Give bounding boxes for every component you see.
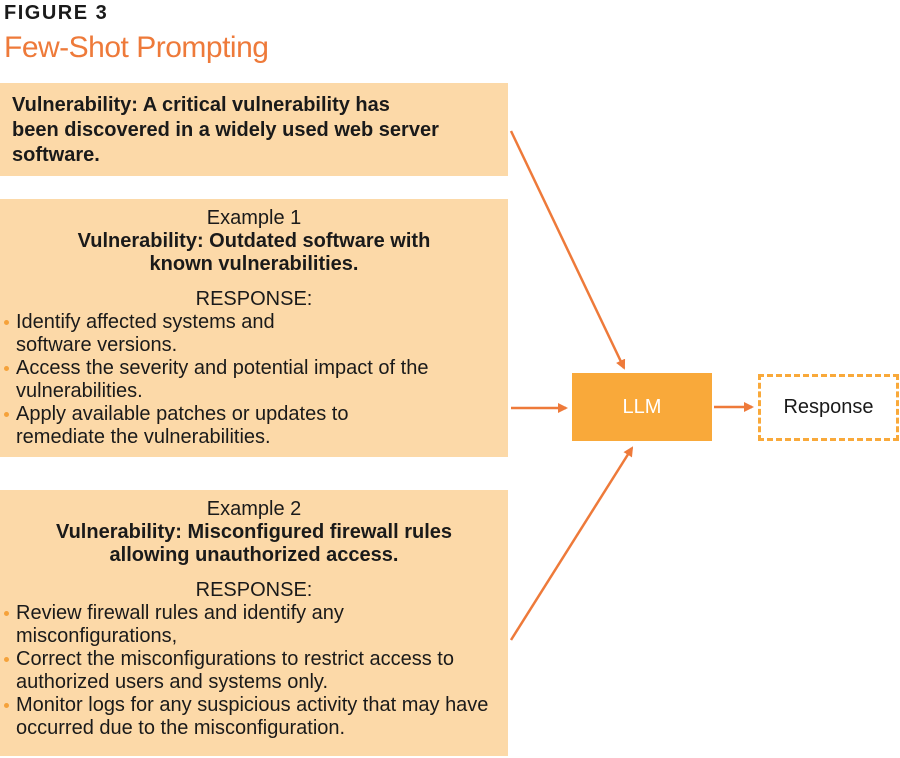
- figure-title: Few-Shot Prompting: [4, 31, 269, 64]
- list-item: Correct the misconfigurations to restric…: [4, 648, 496, 694]
- example-2-vulnerability: Vulnerability: Misconfigured firewall ru…: [55, 521, 452, 566]
- example-2-response-label: RESPONSE:: [195, 579, 313, 601]
- query-text: Vulnerability: A critical vulnerability …: [12, 94, 439, 166]
- example-1-response-label: RESPONSE:: [195, 288, 313, 310]
- list-item: Identify affected systems and software v…: [4, 311, 336, 357]
- response-node: Response: [758, 374, 899, 441]
- example-1-box: Example 1 Vulnerability: Outdated softwa…: [0, 199, 508, 457]
- list-item: Apply available patches or updates to re…: [4, 403, 416, 449]
- example-1-steps: Identify affected systems and software v…: [0, 311, 508, 449]
- query-box: Vulnerability: A critical vulnerability …: [0, 83, 508, 176]
- example-1-heading: Example 1: [206, 207, 302, 229]
- list-item: Monitor logs for any suspicious activity…: [4, 694, 506, 740]
- example-2-box: Example 2 Vulnerability: Misconfigured f…: [0, 490, 508, 756]
- arrow-example2-to-llm: [509, 446, 634, 641]
- example-1-vulnerability: Vulnerability: Outdated software with kn…: [77, 230, 431, 275]
- example-2-steps: Review firewall rules and identify any m…: [0, 602, 508, 740]
- example-2-heading: Example 2: [206, 498, 302, 520]
- llm-node: LLM: [572, 373, 712, 441]
- list-item: Access the severity and potential impact…: [4, 357, 476, 403]
- arrow-query-to-llm: [509, 130, 626, 370]
- figure-label: FIGURE 3: [4, 2, 109, 24]
- list-item: Review firewall rules and identify any m…: [4, 602, 406, 648]
